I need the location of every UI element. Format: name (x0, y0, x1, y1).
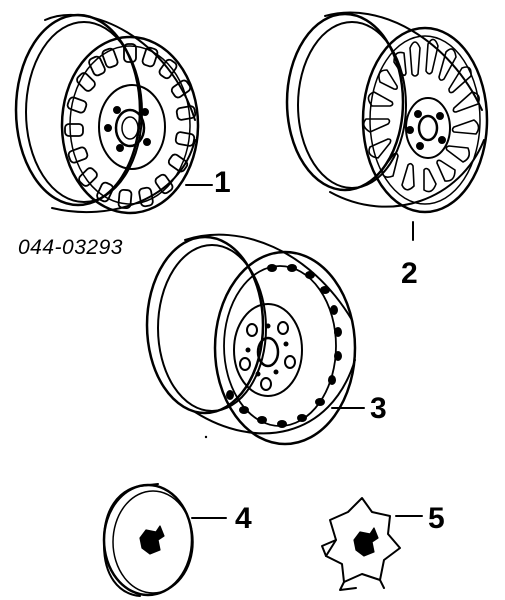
part-number: 044-03293 (18, 236, 123, 259)
alloy-wheel-1 (14, 13, 213, 215)
callout-5: 5 (428, 502, 445, 535)
steel-wheel-3 (145, 233, 365, 446)
callout-1: 1 (214, 166, 231, 199)
center-cap-5 (321, 497, 423, 591)
alloy-wheel-2 (285, 11, 489, 241)
callout-2: 2 (401, 257, 418, 290)
callout-4: 4 (235, 502, 252, 535)
callout-3: 3 (370, 392, 387, 425)
hubcap-4 (102, 483, 227, 597)
